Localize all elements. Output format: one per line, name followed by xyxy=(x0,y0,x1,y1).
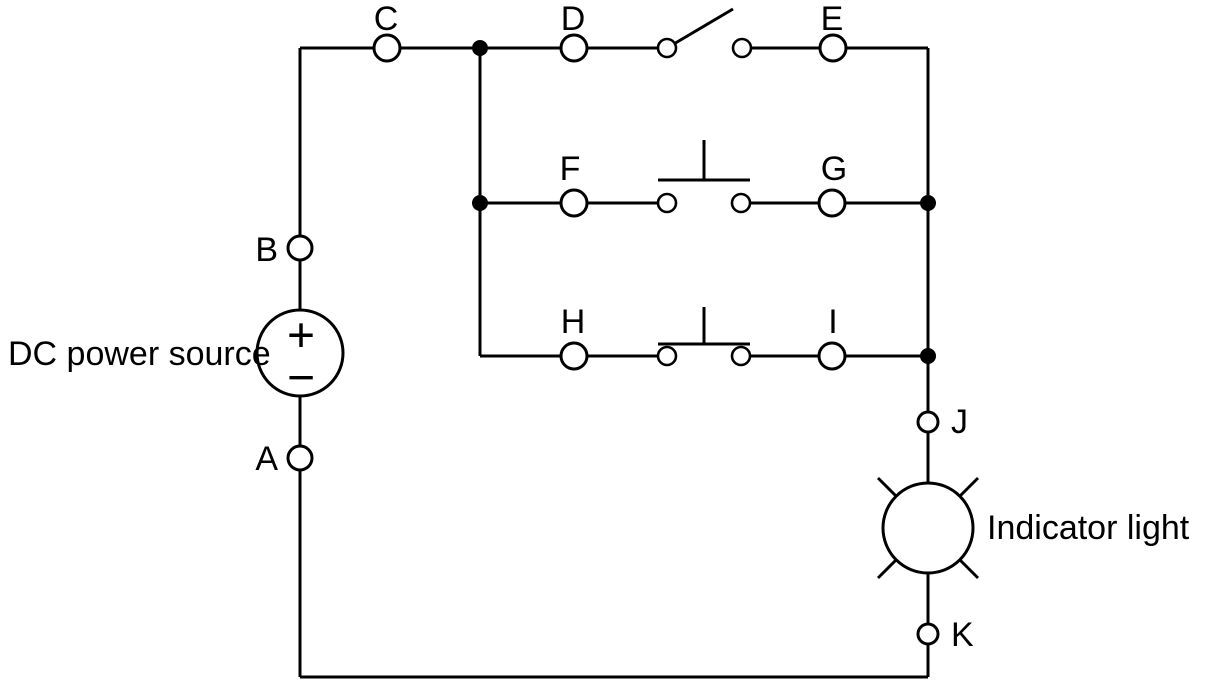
knife-switch-right-contact xyxy=(731,37,753,59)
push-button-2-right-contact xyxy=(730,192,752,214)
push-button-3-left-contact xyxy=(656,345,678,367)
knife-switch-left-contact xyxy=(656,37,678,59)
terminal-G xyxy=(817,188,847,218)
push-button-3-right-contact xyxy=(730,345,752,367)
indicator-light-ray-nw xyxy=(876,476,898,498)
junction-dot-left-branch2 xyxy=(472,195,488,211)
indicator-light-symbol xyxy=(881,481,975,575)
label-test-point-K: K xyxy=(951,616,974,654)
terminal-J xyxy=(916,410,940,434)
knife-switch-blade xyxy=(666,7,734,50)
junction-dot-top xyxy=(472,40,488,56)
label-test-point-F: F xyxy=(560,150,581,188)
label-test-point-I: I xyxy=(828,303,837,341)
dc-power-source-symbol xyxy=(255,308,345,398)
power-source-plus-sign: + xyxy=(287,310,315,363)
terminal-I xyxy=(817,341,847,371)
label-test-point-J: J xyxy=(951,403,968,441)
indicator-light-ray-ne xyxy=(958,476,980,498)
label-test-point-A: A xyxy=(255,440,278,478)
terminal-E xyxy=(818,33,848,63)
label-test-point-G: G xyxy=(821,150,847,188)
terminal-F xyxy=(559,188,589,218)
junction-dot-right-branch2 xyxy=(920,195,936,211)
label-indicator-light: Indicator light xyxy=(987,509,1190,547)
terminal-B xyxy=(286,234,314,262)
junction-dot-right-branch3 xyxy=(920,348,936,364)
label-test-point-C: C xyxy=(374,0,399,38)
terminal-D xyxy=(559,33,589,63)
terminal-H xyxy=(559,341,589,371)
label-dc-power-source: DC power source xyxy=(8,335,271,373)
label-test-point-H: H xyxy=(561,303,586,341)
label-test-point-B: B xyxy=(255,231,278,269)
push-button-2-left-contact xyxy=(656,192,678,214)
terminal-C xyxy=(372,33,402,63)
indicator-light-ray-se xyxy=(958,558,980,580)
terminal-K xyxy=(916,622,940,646)
label-test-point-D: D xyxy=(561,0,586,38)
power-source-minus-sign: − xyxy=(287,352,315,405)
label-test-point-E: E xyxy=(821,0,844,38)
indicator-light-ray-sw xyxy=(876,558,898,580)
terminal-A xyxy=(286,444,314,472)
